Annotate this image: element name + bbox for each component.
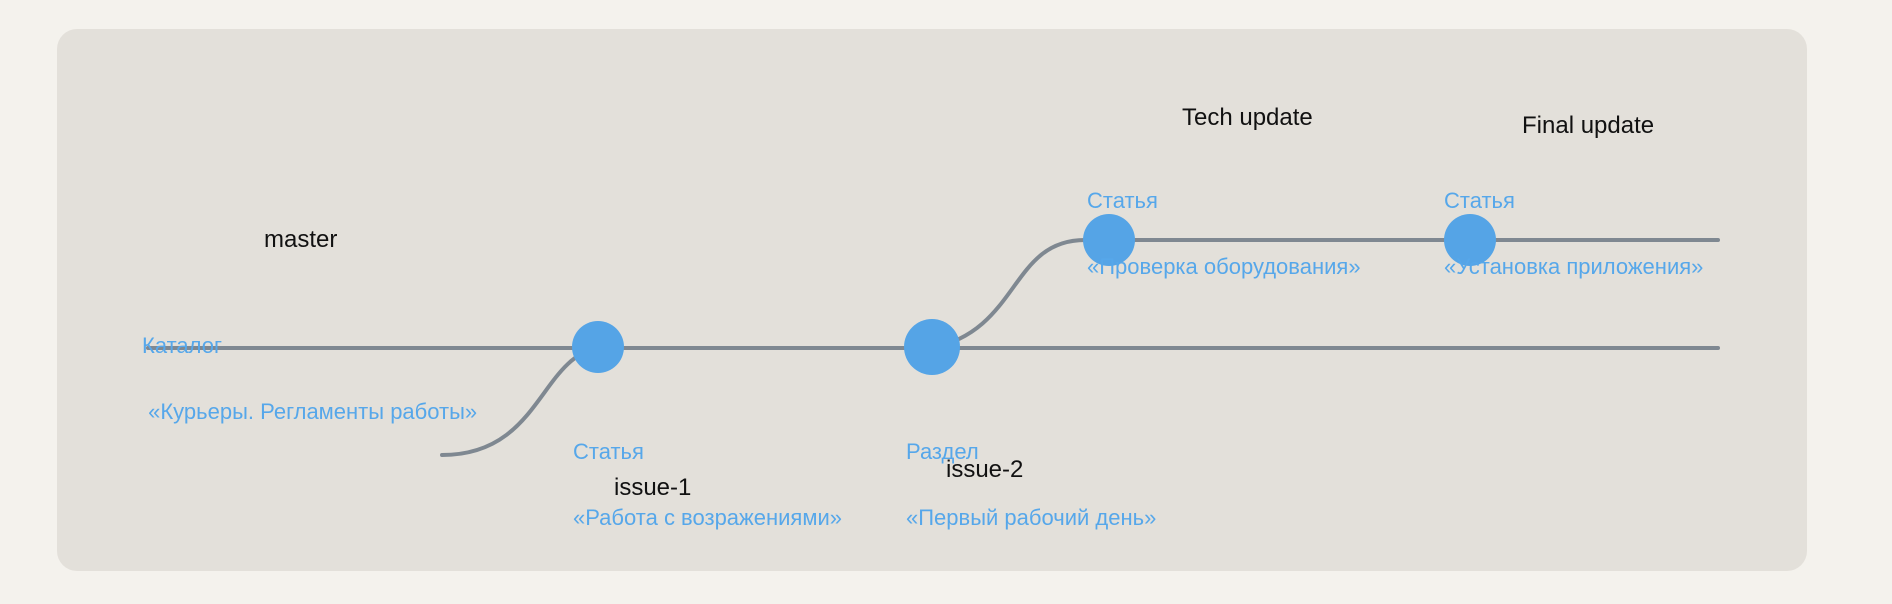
branch-label-tech-update: Tech update: [1182, 104, 1313, 131]
node-label-article-equipment-title: «Проверка оборудования»: [1087, 254, 1361, 279]
node-label-article-objections-title: «Работа с возражениями»: [573, 505, 842, 530]
node-label-article-objections: Статья «Работа с возражениями»: [573, 397, 842, 551]
node-label-section-first-day-title: «Первый рабочий день»: [906, 505, 1157, 530]
node-label-article-equipment: Статья «Проверка оборудования»: [1087, 146, 1361, 300]
node-label-article-install-type: Статья: [1444, 188, 1515, 213]
issue-2-branch-line: [930, 238, 1087, 350]
branch-label-master: master: [264, 226, 338, 253]
branch-label-issue-2: issue-2: [946, 456, 1024, 483]
node-article-install: [1444, 214, 1496, 266]
node-label-section-first-day-type: Раздел: [906, 439, 979, 464]
diagram-panel: [57, 29, 1807, 571]
node-article-equipment: [1083, 214, 1135, 266]
node-label-article-objections-type: Статья: [573, 439, 644, 464]
node-label-catalog-title: «Курьеры. Регламенты работы»: [142, 399, 478, 424]
branch-label-issue-1: issue-1: [614, 474, 692, 501]
node-label-catalog: Каталог «Курьеры. Регламенты работы»: [142, 291, 477, 445]
node-label-catalog-type: Каталог: [142, 333, 222, 358]
node-label-article-install-title: «Установка приложения»: [1444, 254, 1704, 279]
node-section-first-day: [904, 319, 960, 375]
branch-label-final-update: Final update: [1522, 112, 1655, 139]
node-label-article-equipment-type: Статья: [1087, 188, 1158, 213]
node-label-article-install: Статья «Установка приложения»: [1444, 146, 1703, 300]
node-label-section-first-day: Раздел «Первый рабочий день»: [906, 397, 1156, 551]
node-article-objections: [572, 321, 624, 373]
